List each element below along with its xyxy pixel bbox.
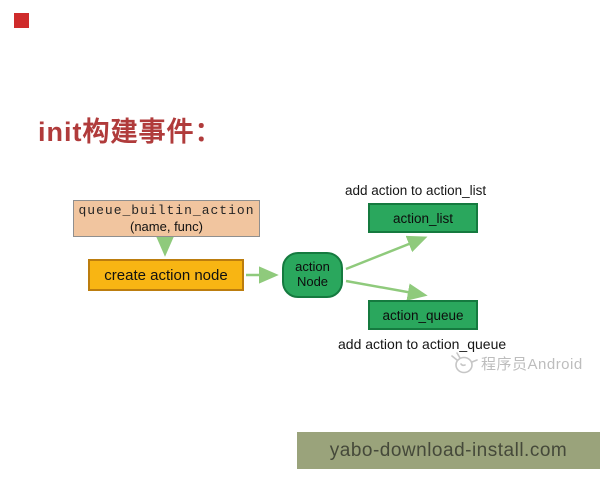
action-node-line1: action: [295, 259, 330, 275]
node-action-node: action Node: [282, 252, 343, 298]
watermark: 程序员Android: [448, 351, 583, 376]
bird-scribble-logo-icon: [451, 352, 478, 374]
queue-builtin-action-args: (name, func): [130, 219, 203, 234]
watermark-text: 程序员Android: [481, 356, 583, 373]
annotation-add-action-to-queue: add action to action_queue: [338, 336, 507, 352]
banner-url-text: yabo-download-install.com: [329, 439, 568, 461]
bottom-ad-banner: yabo-download-install.com: [297, 432, 600, 469]
queue-builtin-action-label: queue_builtin_action: [78, 203, 255, 218]
node-queue-builtin-action: queue_builtin_action (name, func): [73, 200, 260, 237]
node-action-list: action_list: [368, 203, 478, 233]
page-title: init构建事件：: [38, 117, 223, 147]
red-square-marker: [14, 13, 29, 28]
annotation-add-action-to-list: add action to action_list: [345, 183, 487, 198]
node-action-queue: action_queue: [368, 300, 478, 330]
action-list-label: action_list: [392, 210, 454, 226]
node-create-action-node: create action node: [88, 259, 244, 291]
arrow-node-to-action-list: [345, 235, 428, 271]
create-action-node-label: create action node: [104, 266, 228, 284]
action-queue-label: action_queue: [382, 307, 464, 323]
arrow-node-to-action-queue: [345, 279, 428, 301]
action-node-line2: Node: [296, 274, 329, 289]
